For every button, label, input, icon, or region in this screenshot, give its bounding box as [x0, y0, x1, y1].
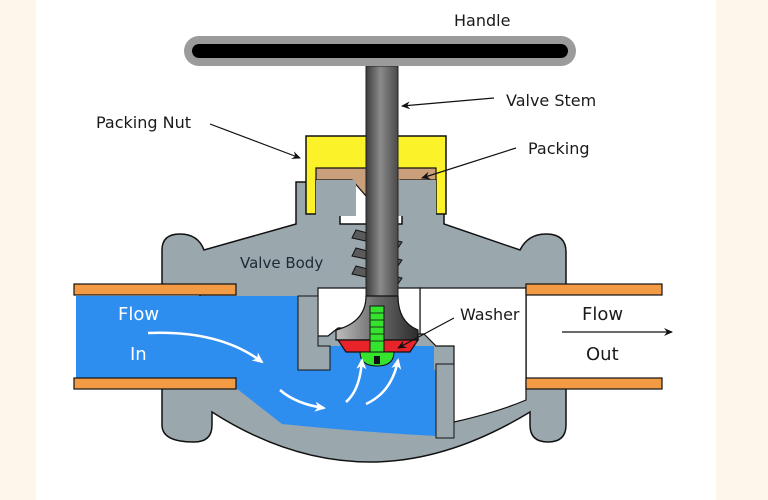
valve-stem: [365, 65, 399, 301]
flow-arrows: [147, 331, 402, 412]
flow-arrow-2: [279, 389, 326, 412]
label-flow-out-line1: Flow: [582, 304, 623, 325]
seat-wall: [435, 363, 455, 439]
label-packing-nut: Packing Nut: [96, 113, 191, 132]
bonnet-neck-left: [316, 180, 356, 216]
inlet-pipe-top: [73, 283, 237, 296]
packing-nut-leader: [209, 123, 301, 159]
handle-inner: [192, 44, 568, 58]
label-flow-out-line2: Out: [586, 344, 619, 365]
label-handle: Handle: [454, 11, 510, 30]
packing-leader: [421, 147, 517, 180]
washer-leader: [397, 317, 455, 349]
valve-stem-leader: [401, 97, 495, 110]
flow-arrow-4: [365, 358, 402, 406]
flow-arrow-1: [147, 331, 264, 364]
label-flow-in-line1: Flow: [118, 304, 159, 325]
flow-arrow-3: [345, 358, 367, 403]
washer-screw: [359, 305, 395, 367]
inner-wall: [297, 295, 331, 371]
label-valve-stem: Valve Stem: [506, 91, 596, 110]
label-washer: Washer: [460, 305, 520, 324]
label-flow-in-line2: In: [130, 344, 147, 365]
bonnet-neck-right: [398, 180, 436, 216]
pipes: [73, 283, 663, 390]
handle: [184, 36, 576, 66]
outlet-pipe-top: [525, 283, 663, 296]
leader-lines: [209, 97, 673, 349]
inlet-pipe-bottom: [73, 377, 237, 390]
label-valve-body: Valve Body: [240, 254, 323, 272]
outlet-pipe-bottom: [525, 377, 663, 390]
label-packing: Packing: [528, 139, 590, 158]
